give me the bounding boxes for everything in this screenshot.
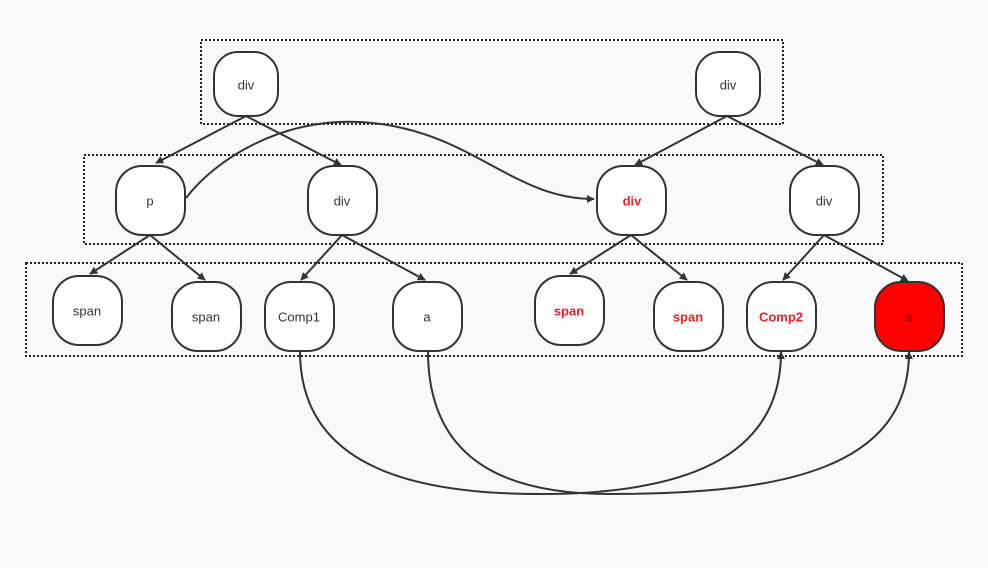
edge	[726, 115, 824, 166]
edge	[630, 234, 688, 281]
new-div-node: div	[789, 165, 860, 236]
node-label: div	[334, 194, 351, 209]
new-span-1-node: span	[534, 275, 605, 346]
edge	[245, 115, 342, 166]
p-to-div-curve	[185, 120, 595, 203]
level-1-frame	[200, 39, 784, 125]
node-label: p	[146, 194, 153, 209]
edge	[823, 234, 909, 282]
new-div-moved-node: div	[596, 165, 667, 236]
node-label: div	[238, 78, 255, 93]
move-curves	[185, 120, 913, 496]
node-label: span	[554, 304, 584, 319]
a-to-a-curve	[427, 350, 913, 496]
old-span-2-node: span	[171, 281, 242, 352]
old-div-node: div	[307, 165, 378, 236]
node-label: span	[73, 304, 101, 319]
old-comp1-node: Comp1	[264, 281, 335, 352]
node-label: a	[423, 310, 431, 325]
level-2-frame	[83, 154, 884, 245]
old-span-1-node: span	[52, 275, 123, 346]
old-root-node: div	[213, 51, 279, 117]
node-label: Comp1	[278, 310, 320, 325]
level-3-frame	[25, 262, 963, 357]
comp1-to-comp2-curve	[299, 350, 785, 496]
old-a-node: a	[392, 281, 463, 352]
node-label: span	[673, 310, 703, 325]
node-label: span	[192, 310, 220, 325]
node-label: div	[720, 78, 737, 93]
new-comp2-node: Comp2	[746, 281, 817, 352]
edge	[300, 234, 343, 281]
tree-edges	[89, 115, 909, 282]
new-root-node: div	[695, 51, 761, 117]
new-a-node: a	[874, 281, 945, 352]
edge	[341, 234, 426, 281]
edge	[89, 234, 151, 275]
node-label: Comp2	[759, 310, 803, 325]
node-label: div	[623, 194, 643, 209]
node-label: div	[816, 194, 833, 209]
edge	[634, 115, 728, 166]
edge	[782, 234, 825, 281]
new-span-2-node: span	[653, 281, 724, 352]
edge	[569, 234, 632, 275]
old-p-node: p	[115, 165, 186, 236]
node-label: a	[905, 310, 913, 325]
edge	[155, 115, 247, 164]
edge	[149, 234, 206, 281]
